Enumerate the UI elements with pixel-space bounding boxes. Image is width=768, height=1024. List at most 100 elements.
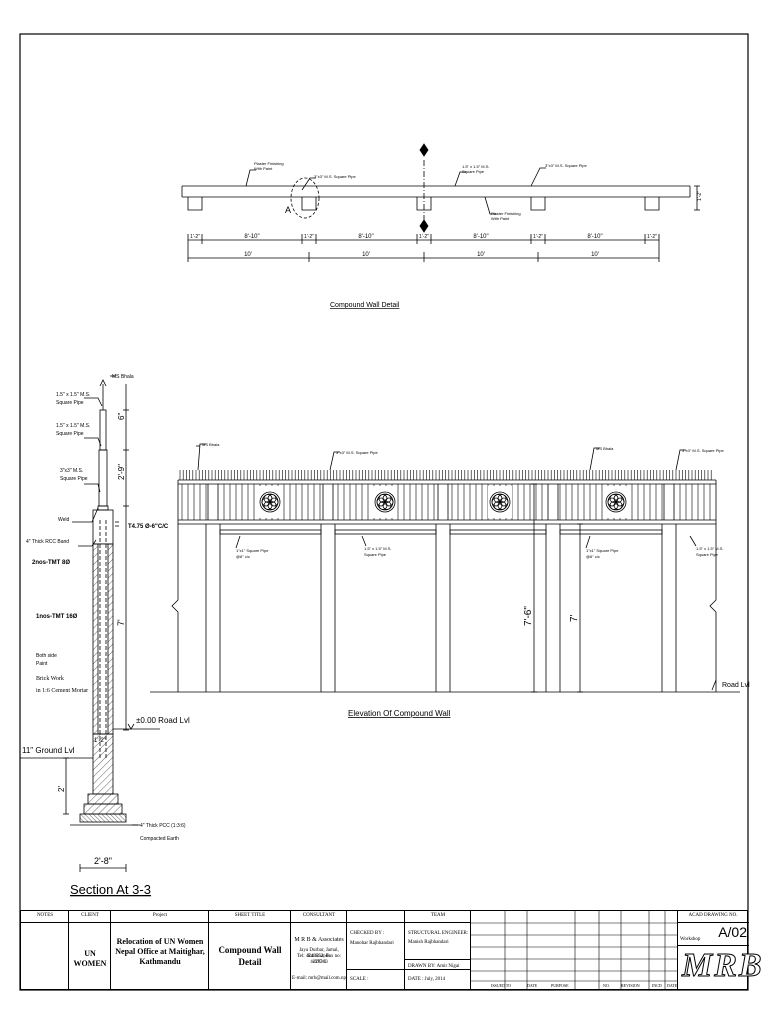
elevation-rosettes [258, 486, 628, 518]
elevation-balusters [179, 470, 712, 520]
tb-scale: SCALE : [350, 977, 369, 982]
plan-height-dim: 1'-2" [697, 191, 703, 201]
tb-rev-col-issued: ISSUED TO [491, 983, 512, 988]
elev-label-bhala-l: MS Bhala [202, 442, 220, 447]
sec-label-bar-top: 2nos-TMT 8Ø [32, 560, 70, 566]
sec-dim-7: 7' [116, 619, 126, 626]
tb-rev-col-date: DATE [527, 983, 538, 988]
plan-dim-inner-label: 1'-2" [533, 234, 543, 240]
tb-client-header: CLIENT [81, 913, 99, 918]
plan-callout-pipe15-2: Square Pipe [462, 169, 485, 174]
tb-project-3: Kathmandu [139, 957, 181, 966]
tb-client: UN WOMEN [73, 949, 107, 968]
sec-label-bar-mid: 1nos-TMT 16Ø [36, 614, 78, 620]
elevation-wall [150, 443, 740, 693]
tb-team-cell: TEAM STRUCTURAL ENGINEER: Manish Rajbhan… [405, 911, 471, 989]
plan-dim-inner-label: 1'-2" [190, 234, 200, 240]
tb-workshop: Workshop [680, 937, 701, 942]
sec-label-pcc: 4" Thick PCC (1:3:6) [140, 823, 186, 829]
sec-dim-29: 2'-9" [117, 464, 126, 480]
tb-project-2: Nepal Office at Maitighar, [115, 947, 205, 956]
tb-drawing-no: A/02 [718, 924, 747, 940]
sec-label-brick-2: in 1:6 Cement Mortar [36, 688, 88, 694]
plan-title: Compound Wall Detail [330, 302, 400, 309]
tb-consultant-header: CONSULTANT [302, 913, 336, 918]
plan-dim-inner-label: 1'-2" [304, 234, 314, 240]
section-title: Section At 3-3 [70, 882, 151, 897]
tb-consultant-addr-4: E-mail: mrb@mail.com.np [292, 976, 346, 981]
sec-label-pipe3-1: 3"x3" M.S. [60, 468, 83, 474]
tb-consultant-addr-1: Jaya Durbar, Jamal, Kathmandu [299, 948, 339, 959]
tb-sheet-cell: SHEET TITLE Compound Wall Detail [209, 911, 291, 989]
elev-label-15-b1: 1.5" x 1.5" M.S. [696, 546, 724, 551]
sec-label-bhala: MS Bhala [112, 374, 134, 380]
sec-dim-12: 1'-2" [94, 738, 106, 744]
sec-label-pipe3-2: Square Pipe [60, 476, 88, 482]
elevation-texts: MS Bhala 3"x3" M.S. Square Pipe MS Bhala… [202, 442, 750, 718]
tb-structural: Manish Rajbhandari [408, 940, 449, 945]
section-3-3 [20, 375, 160, 872]
elev-dim-76: 7'-6" [523, 606, 534, 626]
tb-checked-cell: CHECKED BY : Manohar Rajbhandari SCALE : [347, 911, 405, 989]
plan-dim-ticks [187, 234, 660, 262]
elev-label-1x1-a1: 1"x1" Square Pipe [236, 548, 269, 553]
plan-dim-outer-label: 10' [477, 252, 485, 258]
tb-rev-col-date2: DATE [667, 983, 678, 988]
elev-label-15-a1: 1.5" x 1.5" M.S. [364, 546, 392, 551]
plan-dim-inner-label: 1'-2" [419, 234, 429, 240]
tb-rev-col-no: NO. [603, 983, 610, 988]
elev-label-road-lvl: Road Lvl [722, 682, 750, 689]
tb-consultant-name: M R B & Associates [294, 937, 344, 943]
tb-team-header: TEAM [430, 913, 446, 918]
sec-label-earth: Compacted Earth [140, 836, 179, 842]
plan-dim-inner-label: 8'-10" [473, 234, 488, 240]
plan-callout-pipe-a: 3"x3" M.S. Square Pipe [314, 174, 357, 179]
elev-label-15-b2: Square Pipe [696, 552, 719, 557]
elev-label-pipe-l: 3"x3" M.S. Square Pipe [336, 450, 379, 455]
tb-drawn-by: DRAWN BY: Amir Nigai [408, 964, 460, 969]
sec-label-pipe15a-2: Square Pipe [56, 400, 84, 406]
plan-callout-pipe15-1: 1.5" x 1.5" M.S. [462, 164, 490, 169]
tb-drawing-no-header: ACAD DRAWING NO. [688, 913, 738, 918]
tb-notes-header: NOTES [36, 913, 54, 918]
plan-dim-inner-label: 8'-10" [358, 234, 373, 240]
sec-label-paint-2: Paint [36, 661, 48, 667]
elev-label-bhala-r: MS Bhala [596, 446, 614, 451]
elevation-title: Elevation Of Compound Wall [348, 709, 451, 718]
tb-drawing-no-cell: ACAD DRAWING NO. Workshop A/02 MRB [677, 911, 762, 989]
sec-label-ground-lvl: 11" Ground Lvl [22, 746, 75, 755]
tb-project-header: Project [152, 913, 168, 918]
sec-label-pipe15b-1: 1.5" x 1.5" M.S. [56, 423, 90, 429]
tb-sheet-title-1: Compound Wall [218, 945, 282, 955]
elev-label-15-a2: Square Pipe [364, 552, 387, 557]
plan-callout-plaster-b2: With Paint [491, 216, 510, 221]
plan-texts: Plaster Finishing With Paint 3"x3" M.S. … [254, 161, 703, 309]
tb-date: DATE : July, 2014 [408, 977, 446, 982]
tb-rev-col-incd: INCD [652, 983, 662, 988]
plan-dim-outer-label: 10' [244, 252, 252, 258]
sec-label-stirrup: T4.75 Ø-6"C/C [128, 524, 169, 530]
section-texts: MS Bhala 1.5" x 1.5" M.S. Square Pipe 1.… [22, 374, 190, 897]
tb-rev-col-revision: REVISION [621, 983, 640, 988]
sec-label-brick-1: Brick Work [36, 676, 64, 682]
tb-consultant-addr-3: 4228203 [310, 960, 328, 965]
plan-dim-outer-label: 10' [362, 252, 370, 258]
tb-structural-header: STRUCTURAL ENGINEER: [408, 931, 469, 936]
sec-label-rcc: 4" Thick RCC Band [26, 539, 69, 545]
plan-dim-inner-label: 8'-10" [244, 234, 259, 240]
plan-dims-inner: 1'-2" 8'-10" 1'-2" 8'-10" 1'-2" 8'-10" 1'-2" 8'… [190, 234, 657, 240]
plan-dims-outer: 10'10'10'10' [244, 252, 599, 258]
sec-label-road-lvl: ±0.00 Road Lvl [136, 716, 190, 725]
elev-label-1x1-b2: @6" c/c [586, 554, 600, 559]
plan-dim-inner-label: 8'-10" [587, 234, 602, 240]
tb-client-cell: CLIENT UN WOMEN [69, 911, 111, 989]
sec-label-weld: Weld [58, 517, 70, 523]
tb-checked-by: Manohar Rajbhandari [350, 941, 394, 946]
sec-dim-2: 2' [57, 786, 66, 792]
elev-dim-7: 7' [569, 614, 580, 622]
tb-project-1: Relocation of UN Women [116, 937, 204, 946]
tb-sheet-header: SHEET TITLE [234, 913, 266, 918]
tb-consultant-addr-2: Tel: 4243552, Fax no: +977-1 [296, 954, 342, 965]
tb-consultant-cell: CONSULTANT M R B & Associates Jaya Durba… [291, 911, 347, 989]
